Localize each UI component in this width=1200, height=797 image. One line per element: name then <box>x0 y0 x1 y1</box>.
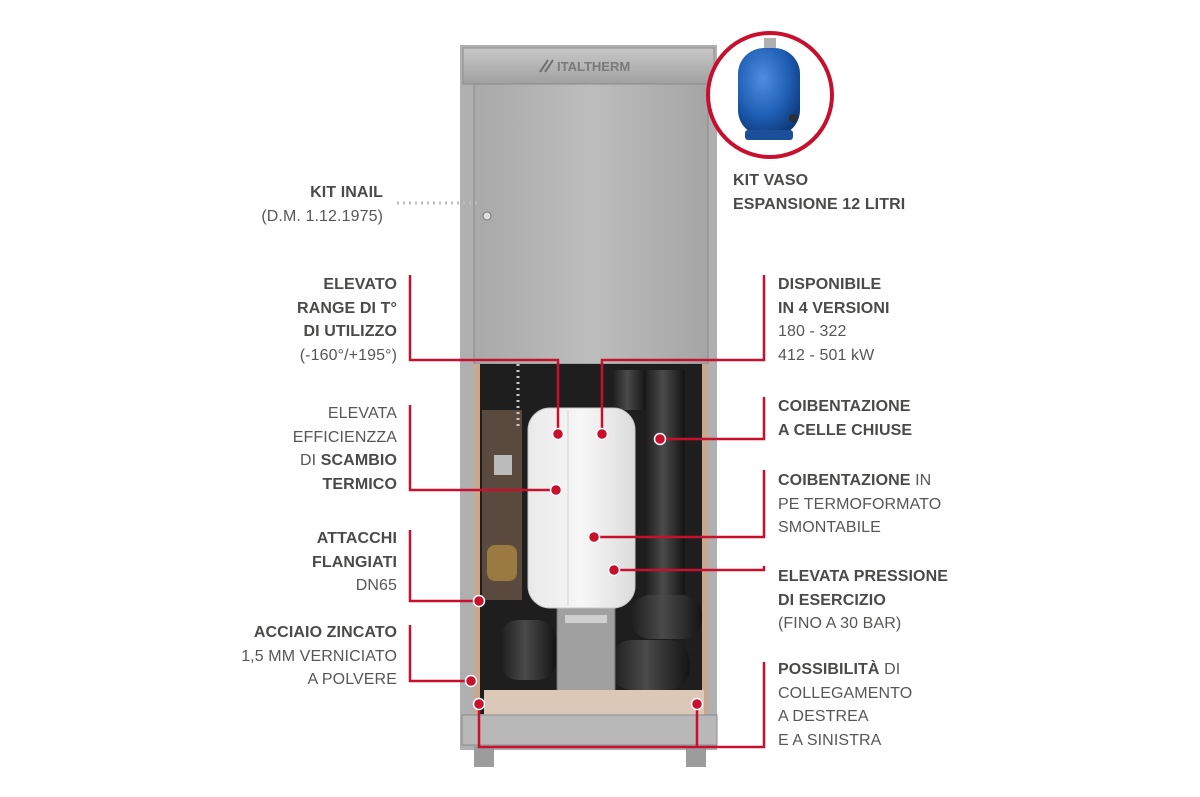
label-acciaio: ACCIAIO ZINCATO 1,5 MM VERNICIATO A POLV… <box>241 621 397 692</box>
label-attacchi: ATTACCHI FLANGIATI DN65 <box>312 527 397 598</box>
pressione-line3: (FINO A 30 BAR) <box>778 615 902 632</box>
collegamento-line1-bold: POSSIBILITÀ <box>778 661 880 678</box>
leader-efficienza <box>408 405 556 492</box>
versioni-line1: DISPONIBILE <box>778 276 882 293</box>
pressione-line2: DI ESERCIZIO <box>778 591 886 609</box>
svg-text:ITALTHERM: ITALTHERM <box>557 59 630 74</box>
acciaio-line1: ACCIAIO ZINCATO <box>253 624 397 641</box>
label-efficienza: ELEVATA EFFICIENZZA DI SCAMBIO TERMICO <box>293 402 397 496</box>
leader-range <box>408 275 560 434</box>
efficienza-line1: ELEVATA <box>327 405 397 422</box>
range-line3: DI UTILIZZO <box>303 323 397 340</box>
versioni-line3: 180 - 322 <box>778 323 847 340</box>
label-collegamento: POSSIBILITÀ DI COLLEGAMENTO A DESTREA E … <box>778 658 912 752</box>
label-range-temperatura: ELEVATO RANGE DI T° DI UTILIZZO (-160°/+… <box>297 273 397 367</box>
collegamento-line4: E A SINISTRA <box>778 731 882 749</box>
label-versioni: DISPONIBILE IN 4 VERSIONI 180 - 322 412 … <box>778 273 890 367</box>
collegamento-line2: COLLEGAMENTO <box>778 684 913 702</box>
attacchi-line3: DN65 <box>355 577 397 594</box>
leader-acciaio <box>408 625 471 683</box>
versioni-line2: IN 4 VERSIONI <box>778 299 890 317</box>
leader-attacchi <box>408 530 479 603</box>
kit-vaso-line2: ESPANSIONE 12 LITRI <box>733 195 906 213</box>
leader-versioni <box>600 275 766 434</box>
leader-pressione <box>614 566 766 572</box>
attacchi-line2: FLANGIATI <box>311 553 397 571</box>
range-line4: (-160°/+195°) <box>299 346 397 364</box>
leader-celle <box>660 397 766 441</box>
pressione-line1: ELEVATA PRESSIONE <box>778 568 949 585</box>
label-pressione: ELEVATA PRESSIONE DI ESERCIZIO (FINO A 3… <box>778 565 948 636</box>
leader-collegamento <box>477 662 766 749</box>
kit-inail-title: KIT INAIL <box>310 184 383 201</box>
label-kit-inail: KIT INAIL (D.M. 1.12.1975) <box>261 181 383 228</box>
boiler-cabinet <box>460 45 718 767</box>
label-celle-chiuse: COIBENTAZIONE A CELLE CHIUSE <box>778 395 912 442</box>
kit-vaso-line1: KIT VASO <box>733 172 809 189</box>
leader-dots <box>464 427 704 711</box>
pe-line1-rest: IN <box>910 472 932 489</box>
italtherm-logo: ITALTHERM <box>539 59 630 74</box>
efficienza-line4: TERMICO <box>322 475 397 493</box>
range-line1: ELEVATO <box>323 276 397 293</box>
acciaio-line3: A POLVERE <box>307 671 397 688</box>
kit-inail-decree: (D.M. 1.12.1975) <box>261 207 383 225</box>
collegamento-line3: A DESTREA <box>778 708 869 725</box>
efficienza-line3-b: SCAMBIO <box>320 452 397 469</box>
pe-line1: COIBENTAZIONE IN <box>778 469 941 493</box>
acciaio-line2: 1,5 MM VERNICIATO <box>241 647 397 665</box>
versioni-line4: 412 - 501 kW <box>778 346 875 364</box>
pe-line2: PE TERMOFORMATO <box>778 495 942 513</box>
leader-pe <box>594 470 766 539</box>
pe-line1-bold: COIBENTAZIONE <box>778 472 911 489</box>
collegamento-line1: POSSIBILITÀ DI <box>778 658 912 682</box>
leader-lines <box>408 275 766 749</box>
label-kit-vaso: KIT VASO ESPANSIONE 12 LITRI <box>733 169 905 216</box>
expansion-vessel-inset <box>706 31 834 159</box>
celle-line1: COIBENTAZIONE <box>778 398 911 415</box>
efficienza-line2: EFFICIENZZA <box>292 428 397 446</box>
collegamento-line1-rest: DI <box>879 661 901 678</box>
attacchi-line1: ATTACCHI <box>316 530 397 547</box>
efficienza-line3: DI SCAMBIO <box>293 449 397 473</box>
range-line2: RANGE DI T° <box>297 299 397 317</box>
efficienza-line3-a: DI <box>299 452 321 469</box>
celle-line2: A CELLE CHIUSE <box>778 421 913 439</box>
pe-line3: SMONTABILE <box>778 519 881 536</box>
label-pe-termoformato: COIBENTAZIONE IN PE TERMOFORMATO SMONTAB… <box>778 469 941 540</box>
